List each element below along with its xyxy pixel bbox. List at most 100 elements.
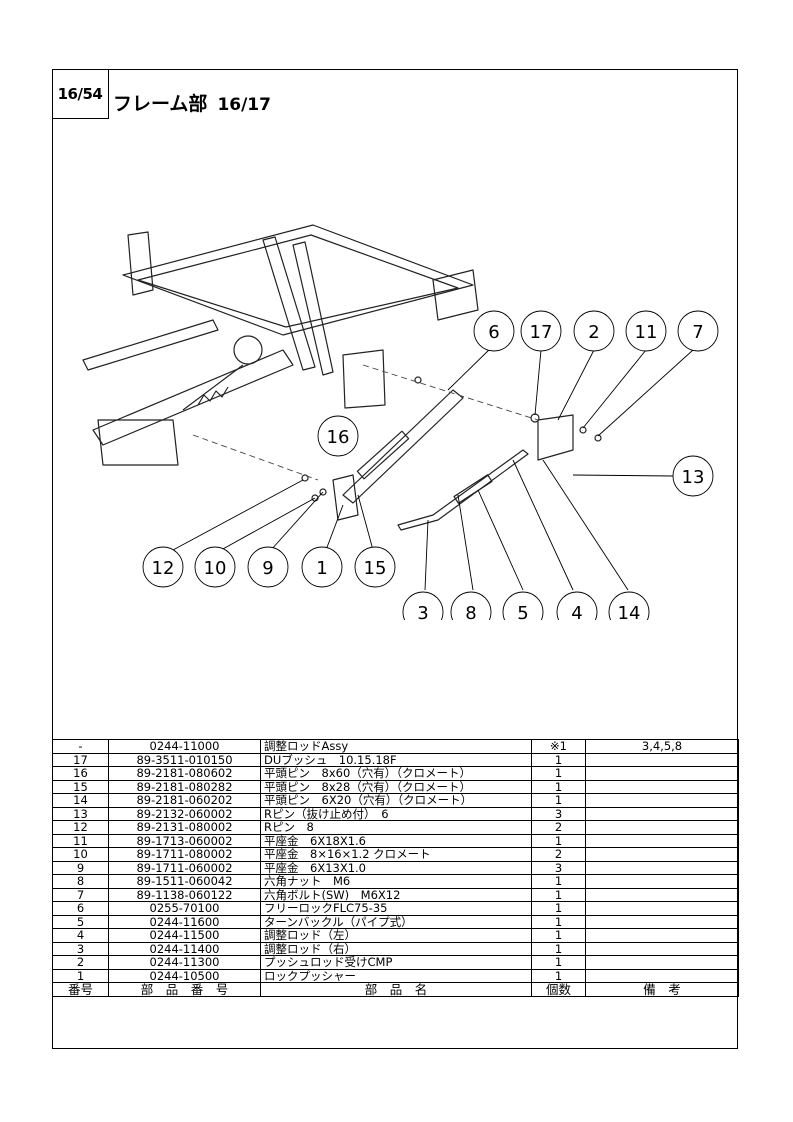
- section-title: フレーム部: [113, 93, 208, 115]
- cell-no: 17: [52, 752, 109, 767]
- cell-no: 3: [52, 941, 109, 956]
- callout-15-label: 15: [364, 558, 387, 579]
- cell-no: 6: [52, 901, 109, 916]
- cell-code: 0244-10500: [108, 968, 261, 983]
- cell-code: 89-1713-060002: [108, 833, 261, 848]
- cell-no: 15: [52, 779, 109, 794]
- cell-code: 89-1711-060002: [108, 860, 261, 875]
- washer-9: [319, 488, 327, 496]
- cell-no: -: [52, 739, 109, 754]
- cell-qty: 1: [531, 928, 586, 943]
- cell-note: [585, 874, 739, 889]
- lock-pusher: [332, 474, 359, 521]
- leader-13: [572, 474, 674, 477]
- callout-13-label: 13: [682, 467, 705, 488]
- explode-line-b: [192, 434, 319, 481]
- callout-10-label: 10: [204, 558, 227, 579]
- cell-no: 2: [52, 955, 109, 970]
- cell-note: [585, 955, 739, 970]
- cell-code: 0244-11300: [108, 955, 261, 970]
- leader-4: [512, 459, 574, 591]
- cell-note: [585, 968, 739, 983]
- cell-qty: 1: [531, 887, 586, 902]
- cell-note: [585, 901, 739, 916]
- cell-no: 10: [52, 847, 109, 862]
- header-name: 部 品 名: [260, 982, 532, 997]
- cell-note: [585, 833, 739, 848]
- callout-8-label: 8: [465, 603, 476, 620]
- callout-17: 17: [520, 310, 562, 352]
- leader-11: [582, 349, 647, 429]
- cell-qty: 3: [531, 806, 586, 821]
- cell-qty: 1: [531, 793, 586, 808]
- callout-1-label: 1: [316, 558, 327, 579]
- callout-17-label: 17: [530, 322, 553, 343]
- frame-bracket-right: [432, 269, 479, 321]
- cell-name: 平頭ピン 6X20（穴有）（クロメート）: [260, 793, 532, 808]
- leader-17: [534, 349, 542, 416]
- cell-no: 13: [52, 806, 109, 821]
- cell-code: 89-2181-060202: [108, 793, 261, 808]
- cell-code: 89-1138-060122: [108, 887, 261, 902]
- cell-name: ターンバックル（パイプ式）: [260, 914, 532, 929]
- callout-3: 3: [402, 591, 444, 620]
- callout-8: 8: [450, 591, 492, 620]
- adjust-rod: [397, 449, 529, 531]
- header-code: 部 品 番 号: [108, 982, 261, 997]
- bolt-7: [594, 434, 602, 442]
- callout-7: 7: [677, 310, 719, 352]
- lever-spring: [182, 364, 244, 411]
- leader-15: [357, 494, 374, 551]
- cell-code: 89-2132-060002: [108, 806, 261, 821]
- pushrod-bracket: [537, 414, 574, 461]
- cell-name: 平頭ピン 8x60（穴有）（クロメート）: [260, 766, 532, 781]
- cell-note: [585, 752, 739, 767]
- lever-spring-coil: [197, 386, 229, 406]
- leader-5: [477, 489, 524, 591]
- cell-name: Rピン 8: [260, 820, 532, 835]
- bushing-17: [530, 413, 540, 423]
- cell-name: プッシュロッド受けCMP: [260, 955, 532, 970]
- cell-code: 0244-11600: [108, 914, 261, 929]
- callout-6-label: 6: [488, 322, 499, 343]
- cell-name: 平座金 8×16×1.2 クロメート: [260, 847, 532, 862]
- cell-qty: ※1: [531, 739, 586, 754]
- lever-pivot: [233, 335, 263, 365]
- frame-lower-beam: [92, 349, 294, 446]
- cell-note: [585, 914, 739, 929]
- header-no: 番号: [52, 982, 109, 997]
- callout-4: 4: [556, 591, 598, 620]
- callout-2: 2: [573, 310, 615, 352]
- cell-no: 9: [52, 860, 109, 875]
- cell-qty: 1: [531, 779, 586, 794]
- cell-code: 89-2181-080602: [108, 766, 261, 781]
- cell-note: [585, 793, 739, 808]
- gas-strut: [342, 389, 464, 504]
- cell-qty: 3: [531, 860, 586, 875]
- cell-name: 平頭ピン 8x28（穴有）（クロメート）: [260, 779, 532, 794]
- cell-note: [585, 941, 739, 956]
- frame-side-plate: [127, 231, 154, 296]
- cell-no: 4: [52, 928, 109, 943]
- callout-15: 15: [354, 546, 396, 588]
- cell-name: 平座金 6X13X1.0: [260, 860, 532, 875]
- leader-1: [325, 504, 344, 551]
- callout-11: 11: [625, 310, 667, 352]
- cell-code: 0244-11400: [108, 941, 261, 956]
- washer-11: [579, 426, 587, 434]
- cell-no: 5: [52, 914, 109, 929]
- leader-8: [457, 494, 474, 591]
- header-note: 備 考: [585, 982, 739, 997]
- leader-3: [424, 519, 429, 591]
- cell-qty: 1: [531, 833, 586, 848]
- callout-16-label: 16: [327, 427, 350, 448]
- gas-strut-body: [356, 430, 410, 480]
- callout-9-label: 9: [262, 558, 273, 579]
